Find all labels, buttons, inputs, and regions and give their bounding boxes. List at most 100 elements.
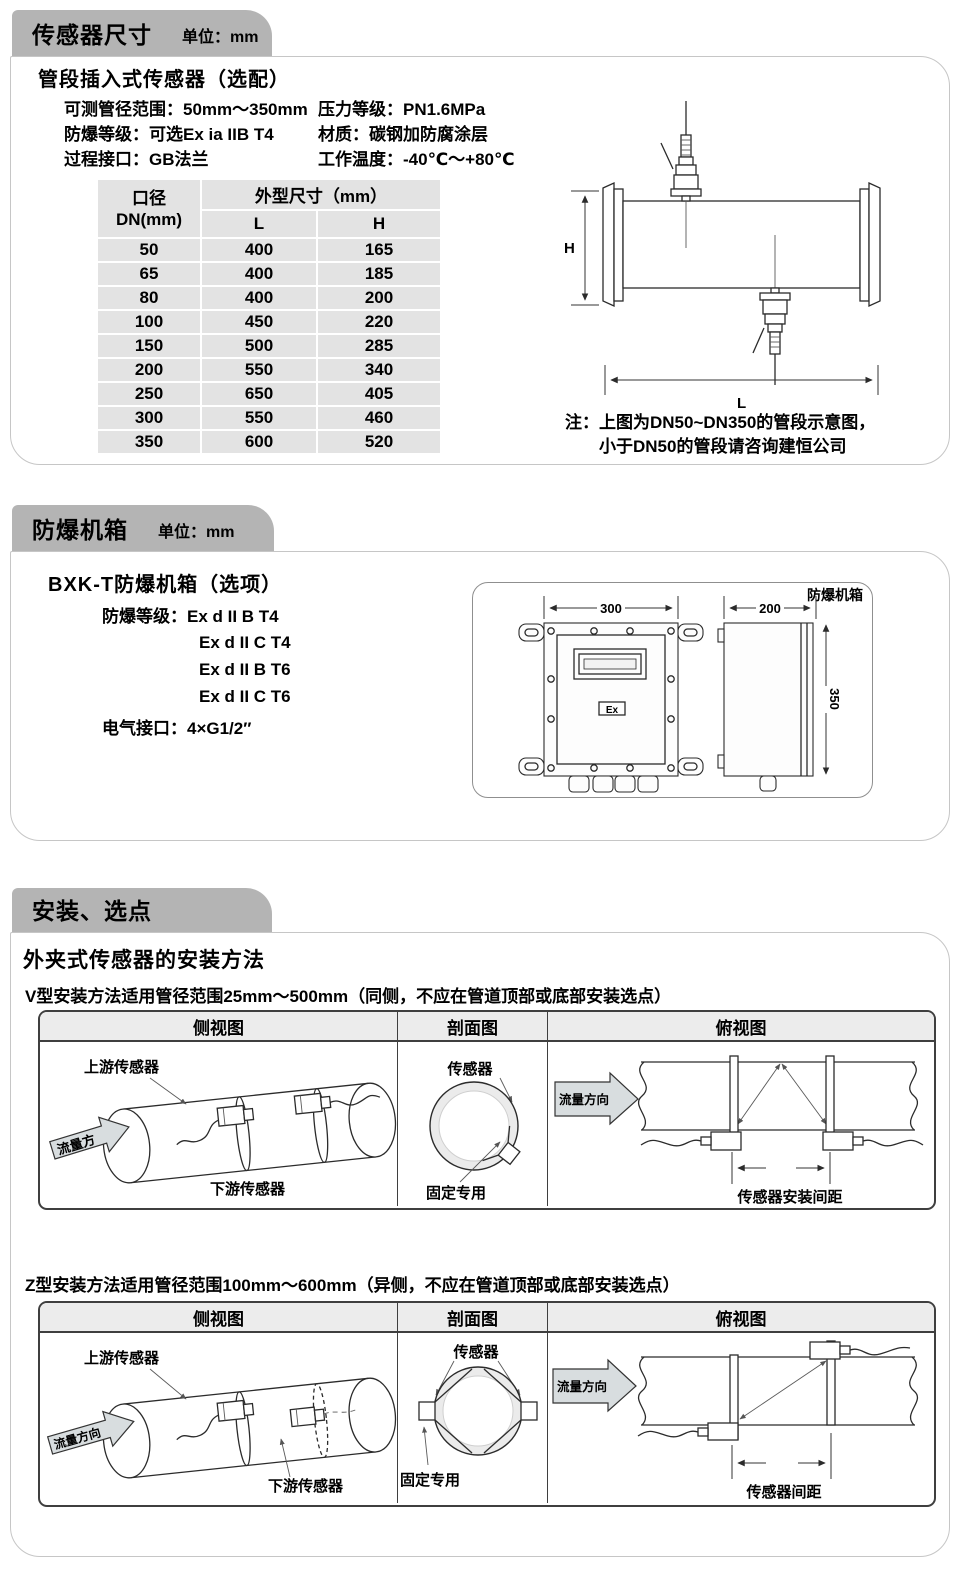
col-header-side-view: 侧视图 — [40, 1012, 398, 1040]
section-title: 安装、选点 — [32, 898, 152, 924]
z-top-view-cell: 流量方向 传感器间距 — [548, 1333, 934, 1503]
dim-200-label: 200 — [759, 601, 781, 616]
flow-direction-arrow: 流量方 — [49, 1116, 130, 1160]
pipe-section-diagram: H L — [564, 101, 881, 412]
v-method-table: 侧视图 剖面图 俯视图 — [38, 1010, 936, 1210]
v-section-view-diagram: 传感器 固定专用 — [426, 1060, 521, 1202]
l-dim-label: L — [737, 395, 746, 412]
col-header-section-view: 剖面图 — [398, 1012, 548, 1040]
downstream-sensor-label: 下游传感器 — [268, 1477, 344, 1495]
spec-line: 压力等级：PN1.6MPa — [318, 100, 486, 119]
unit-label: 单位：mm — [158, 524, 235, 541]
rating-line: Ex d II B T6 — [199, 660, 291, 679]
fixture-label: 固定专用 — [400, 1471, 460, 1489]
upstream-sensor-label: 上游传感器 — [84, 1058, 160, 1076]
sensor-label: 传感器 — [446, 1060, 493, 1078]
spec-line: 材质：碳钢加防腐涂层 — [318, 125, 488, 144]
clamp-sensor — [520, 1401, 538, 1421]
upstream-sensor — [710, 1131, 742, 1151]
col-header-top-view: 俯视图 — [715, 1018, 767, 1038]
col-header-section-view: 剖面图 — [398, 1303, 548, 1331]
spec-line: 可测管径范围：50mm～350mm — [64, 100, 308, 119]
flow-direction-label: 流量方向 — [557, 1379, 607, 1394]
sensor-clamp — [729, 1055, 739, 1145]
electrical-interface-line: 电气接口：4×G1/2″ — [102, 719, 252, 738]
col-header-side-view: 侧视图 — [40, 1303, 398, 1331]
specs-right-column: 压力等级：PN1.6MPa 材质：碳钢加防腐涂层 工作温度：-40℃～+80℃ — [318, 97, 515, 172]
note-line-1: 注：上图为DN50~DN350的管段示意图， — [565, 413, 876, 432]
upstream-sensor — [216, 1399, 246, 1422]
flow-direction-label: 流量方向 — [559, 1092, 609, 1107]
enclosure-drawing: 防爆机箱 300 — [518, 587, 863, 793]
note-block: 注：上图为DN50~DN350的管段示意图， 小于DN50的管段请咨询建恒公司 — [565, 411, 875, 459]
downstream-sensor-label: 下游传感器 — [210, 1180, 286, 1198]
v-section-view-cell: 传感器 固定专用 — [398, 1042, 548, 1206]
upstream-sensor-label: 上游传感器 — [84, 1349, 160, 1367]
spec-line: 过程接口：GB法兰 — [64, 150, 209, 169]
flow-direction-arrow: 流量方向 — [552, 1358, 637, 1413]
z-table-header: 侧视图 剖面图 俯视图 — [40, 1303, 934, 1333]
sensor-clamp — [825, 1055, 835, 1145]
unit-label: 单位：mm — [182, 29, 259, 46]
table-header-outline-dims: 外型尺寸（mm） — [202, 180, 440, 209]
sensor-spacing-label: 传感器间距 — [745, 1483, 821, 1501]
install-heading: 外夹式传感器的安装方法 — [23, 949, 265, 972]
downstream-sensor — [809, 1341, 841, 1360]
downstream-sensor — [822, 1131, 854, 1151]
v-method-desc: V型安装方法适用管径范围25mm～500mm（同侧，不应在管道顶部或底部安装选点… — [25, 987, 672, 1006]
z-section-view-diagram: 传感器 固定专用 — [400, 1343, 538, 1489]
rating-line: 防爆等级：Ex d II B T4 — [102, 607, 279, 626]
table-header-L: L — [202, 211, 316, 237]
z-method-desc: Z型安装方法适用管径范围100mm～600mm（异侧，不应在管道顶部或底部安装选… — [25, 1276, 680, 1295]
table-header-caliber: 口径 DN(mm) — [98, 180, 200, 237]
col-header-top-view: 俯视图 — [715, 1309, 767, 1329]
section-title: 防爆机箱 — [32, 517, 128, 543]
v-top-view-cell: 流量方向 传感器安装间距 — [548, 1042, 934, 1206]
section-tab-explosionproof-enclosure: 防爆机箱 单位：mm — [12, 505, 274, 551]
ex-label: Ex — [606, 705, 619, 716]
rating-line: Ex d II C T4 — [199, 633, 291, 652]
z-method-table: 侧视图 剖面图 俯视图 — [38, 1301, 936, 1507]
v-top-view-diagram: 流量方向 传感器安装间距 — [554, 1055, 924, 1206]
v-table-header: 侧视图 剖面图 俯视图 — [40, 1012, 934, 1042]
downstream-sensor — [289, 1406, 317, 1428]
dim-300-label: 300 — [600, 601, 622, 616]
v-side-view-diagram: 流量方 上游传感器 下游传感器 — [49, 1058, 397, 1198]
upstream-sensor — [216, 1104, 246, 1127]
z-top-view-diagram: 流量方向 传感器间距 — [552, 1340, 919, 1501]
sensor-label: 传感器 — [452, 1343, 499, 1361]
fixture-label: 固定专用 — [426, 1184, 486, 1202]
downstream-sensor — [293, 1092, 323, 1115]
flow-direction-arrow: 流量方向 — [554, 1071, 639, 1126]
clamp-sensor — [418, 1401, 436, 1421]
v-side-view-cell: 流量方 上游传感器 下游传感器 — [40, 1042, 398, 1206]
clamp-sensor — [497, 1141, 521, 1166]
subtitle-bxk-t: BXK-T防爆机箱（选项） — [48, 574, 283, 596]
drawing-caption: 防爆机箱 — [807, 587, 863, 603]
h-dim-label: H — [564, 240, 575, 257]
sensor-spacing-label: 传感器安装间距 — [736, 1188, 842, 1206]
table-header-H: H — [318, 211, 440, 237]
z-side-view-cell: 流量方向 上游传感器 下游传感器 — [40, 1333, 398, 1503]
specs-left-column: 可测管径范围：50mm～350mm 防爆等级：可选Ex ia IIB T4 过程… — [64, 97, 308, 172]
z-section-view-cell: 传感器 固定专用 — [398, 1333, 548, 1503]
z-side-view-diagram: 流量方向 上游传感器 下游传感器 — [46, 1349, 397, 1495]
section-tab-installation: 安装、选点 — [12, 888, 272, 932]
subtitle-insertion-sensor: 管段插入式传感器（选配） — [38, 69, 290, 91]
spec-line: 工作温度：-40℃～+80℃ — [318, 150, 515, 169]
sensor-clamp — [826, 1340, 836, 1426]
rating-line: Ex d II C T6 — [199, 687, 291, 706]
upstream-sensor — [707, 1422, 739, 1441]
section-title: 传感器尺寸 — [32, 22, 152, 48]
